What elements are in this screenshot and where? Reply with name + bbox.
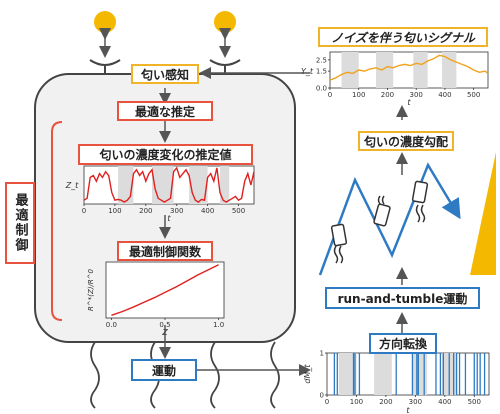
y-tick-label: 0.0 <box>316 85 327 93</box>
x-tick-label: 400 <box>438 91 451 99</box>
odor-source-icon <box>94 11 116 33</box>
x-tick-label: 100 <box>350 398 363 406</box>
shaded-interval <box>413 52 428 88</box>
noisy-signal-label: ノイズを伴う匂いシグナル <box>318 27 488 47</box>
bacterium-icon <box>373 195 391 227</box>
signal-line <box>329 54 489 81</box>
shaded-interval <box>374 353 392 395</box>
antenna-icon <box>209 59 241 74</box>
bidirectional-arrow <box>99 28 231 58</box>
x-tick-label: 200 <box>379 398 392 406</box>
y-axis-label: dM_t <box>303 364 312 384</box>
y-tick-label: 1 <box>320 350 324 358</box>
bacterium-icon <box>330 223 348 264</box>
x-tick-label: 0 <box>82 207 86 215</box>
y-axis-label: Z_t <box>65 181 79 190</box>
control-function-chart: 0.0 0.5 1.0 R^*(Z)/R^0Z <box>87 261 225 337</box>
x-tick-label: 500 <box>467 91 480 99</box>
x-tick-label: 300 <box>409 91 422 99</box>
run-tumble-trajectory <box>318 162 461 276</box>
estimate-chart: 0 100 200 300 400 500 Z_tt <box>65 165 255 223</box>
x-tick-label: 0.0 <box>106 321 117 329</box>
optimal-control-function-label: 最適制御関数 <box>117 241 213 261</box>
y-tick-label: 0 <box>320 392 324 400</box>
bacterium-icon <box>411 180 429 223</box>
x-tick-label: 0 <box>325 398 329 406</box>
x-tick-label: 100 <box>352 91 365 99</box>
x-tick-label: 200 <box>381 91 394 99</box>
odor-source-icon <box>214 11 236 33</box>
x-tick-label: 500 <box>468 398 481 406</box>
y-axis-label: R^*(Z)/R^0 <box>87 268 95 311</box>
control-bracket <box>51 121 63 321</box>
shaded-interval <box>442 52 457 88</box>
odor-sensing-label: 匂い感知 <box>131 64 199 84</box>
shaded-interval <box>118 166 134 204</box>
x-tick-label: 200 <box>139 207 152 215</box>
flow-arrow <box>159 67 311 376</box>
shaded-interval <box>338 353 357 395</box>
optimal-estimation-label: 最適な推定 <box>117 101 213 121</box>
control-curve <box>111 264 219 316</box>
x-tick-label: 300 <box>170 207 183 215</box>
x-tick-label: 1.0 <box>213 321 224 329</box>
shaded-interval <box>412 353 428 395</box>
x-tick-label: 300 <box>409 398 422 406</box>
y-axis-label: Y_t <box>301 67 314 76</box>
estimate-of-change-label: 匂いの濃度変化の推定値 <box>78 144 253 165</box>
x-tick-label: 500 <box>232 207 245 215</box>
noisy-signal-chart: 0 100 200 300 400 500 0.0 1.5 2.5Y_tt <box>301 51 489 107</box>
run-and-tumble-label: run-and-tumble運動 <box>325 287 480 309</box>
x-axis-label: t <box>406 406 410 414</box>
x-axis-label: t <box>167 214 171 223</box>
gradient-wedge-icon <box>470 152 496 275</box>
x-tick-label: 0 <box>328 91 332 99</box>
x-tick-label: 400 <box>201 207 214 215</box>
direction-change-label: 方向転換 <box>369 333 437 354</box>
x-tick-label: 400 <box>438 398 451 406</box>
gradient-label: 匂いの濃度勾配 <box>358 131 454 151</box>
y-tick-label: 1.5 <box>316 68 327 76</box>
shaded-interval <box>220 166 230 204</box>
estimate-line <box>83 166 255 203</box>
tumble-events-chart: 0 100 200 300 400 500 0 1 dM_tt <box>303 350 490 414</box>
shaded-interval <box>341 52 359 88</box>
optimal-control-side-label: 最適制御 <box>5 182 35 264</box>
x-axis-label: t <box>407 98 411 107</box>
x-tick-label: 100 <box>108 207 121 215</box>
x-tick-label: 0.5 <box>159 321 170 329</box>
movement-label: 運動 <box>131 359 197 381</box>
shaded-interval <box>375 52 394 88</box>
y-tick-label: 2.5 <box>316 56 327 64</box>
x-axis-label: Z <box>161 328 168 337</box>
antenna-icon <box>89 59 121 74</box>
